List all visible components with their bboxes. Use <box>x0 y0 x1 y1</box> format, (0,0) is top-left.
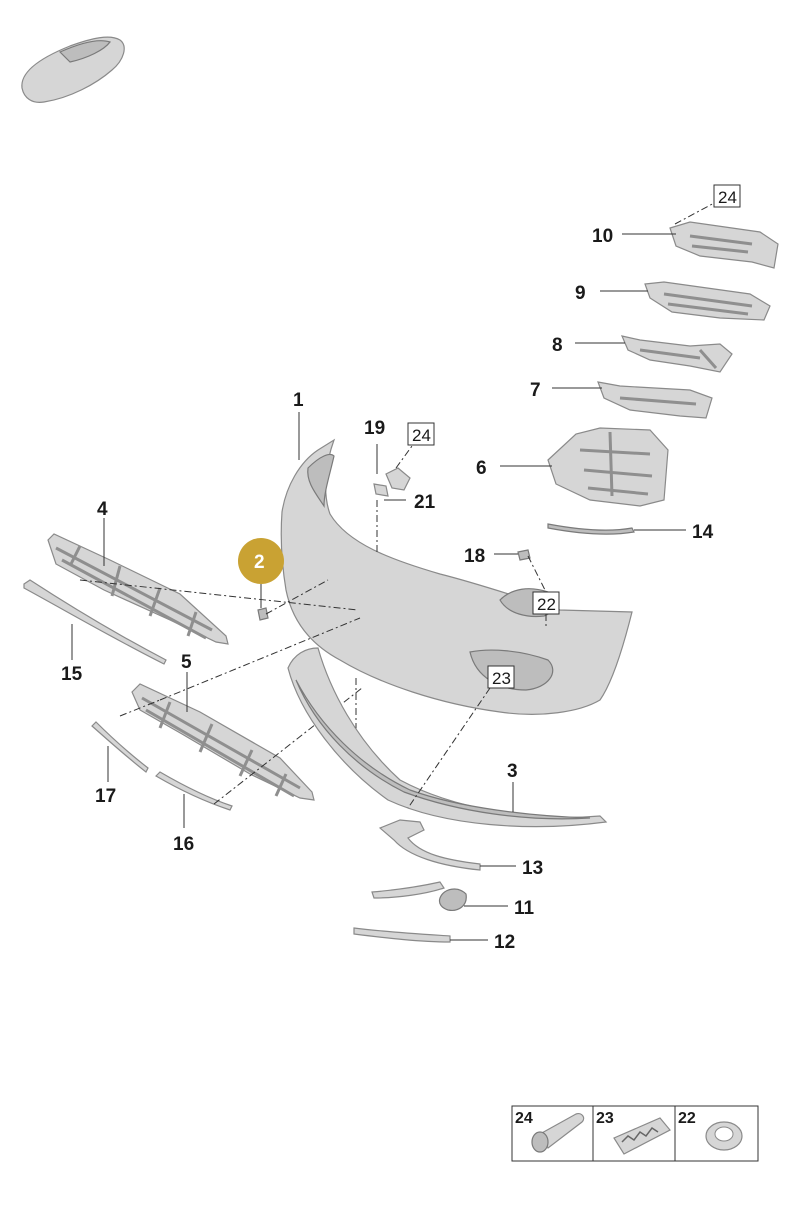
part-15-strip-shape <box>23 579 167 665</box>
part-label-18: 19 <box>364 418 385 439</box>
svg-text:24: 24 <box>718 188 737 207</box>
svg-text:24: 24 <box>412 426 431 445</box>
legend-item-24[interactable]: 24 <box>515 1110 585 1153</box>
svg-text:22: 22 <box>537 595 556 614</box>
part-label-17: 17 <box>95 786 116 807</box>
part-10-shape <box>669 221 779 269</box>
part-label-11: 11 <box>514 898 535 919</box>
part-3-spoiler-shape <box>287 647 608 828</box>
part-2-clip-shape <box>257 607 269 621</box>
part-4-grille-shape <box>47 533 229 645</box>
svg-text:24: 24 <box>515 1110 533 1127</box>
part-label-1: 1 <box>293 390 304 411</box>
part-16-strip-shape <box>155 771 233 811</box>
legend-item-23[interactable]: 23 <box>596 1110 671 1155</box>
svg-text:22: 22 <box>678 1110 696 1127</box>
part-11-trim-shape <box>371 881 467 911</box>
part-5-grille-shape <box>131 683 315 801</box>
part-13-trim-shape <box>378 819 481 871</box>
part-label-8: 8 <box>552 335 563 356</box>
ref-box-23: 23 <box>487 665 515 689</box>
svg-text:23: 23 <box>596 1110 614 1127</box>
part-12-strip-shape <box>353 927 451 943</box>
ref-box-24-top: 24 <box>713 184 741 208</box>
part-label-14: 14 <box>692 522 714 543</box>
part-18-bracket-shape <box>385 467 411 491</box>
part-6-shape <box>547 427 669 507</box>
part-label-4: 4 <box>97 499 108 520</box>
part-2-marker[interactable]: 2 <box>238 538 284 584</box>
part-2-marker-label: 2 <box>254 552 265 573</box>
part-8-shape <box>620 335 733 373</box>
part-label-19: 21 <box>414 492 436 513</box>
part-label-13: 13 <box>522 858 543 879</box>
grommet-icon <box>705 1121 743 1151</box>
part-label-21: 18 <box>464 546 485 567</box>
legend-item-22[interactable]: 22 <box>678 1110 743 1151</box>
svg-text:23: 23 <box>492 669 511 688</box>
part-label-16: 16 <box>173 834 194 855</box>
bolt-icon <box>531 1113 585 1153</box>
part-21-clip-shape <box>517 549 531 561</box>
part-19-clip-shape <box>373 483 389 497</box>
part-label-7: 7 <box>530 380 541 401</box>
part-label-6: 6 <box>476 458 487 479</box>
hardware-legend: 24 23 22 <box>511 1105 759 1162</box>
part-9-shape <box>644 281 771 321</box>
clip-plate-icon <box>613 1117 671 1155</box>
part-label-15: 15 <box>61 664 83 685</box>
part-label-9: 9 <box>575 283 586 304</box>
part-label-5: 5 <box>181 652 192 673</box>
ref-box-24-mid: 24 <box>407 422 435 446</box>
part-17-strip-shape <box>91 721 149 773</box>
part-7-shape <box>597 381 713 419</box>
part-14-shape <box>547 523 635 535</box>
part-label-10: 10 <box>592 226 613 247</box>
car-thumbnail-icon[interactable] <box>21 36 125 103</box>
ref-box-22: 22 <box>532 591 560 615</box>
part-label-3: 3 <box>507 761 518 782</box>
part-label-12: 12 <box>494 932 515 953</box>
